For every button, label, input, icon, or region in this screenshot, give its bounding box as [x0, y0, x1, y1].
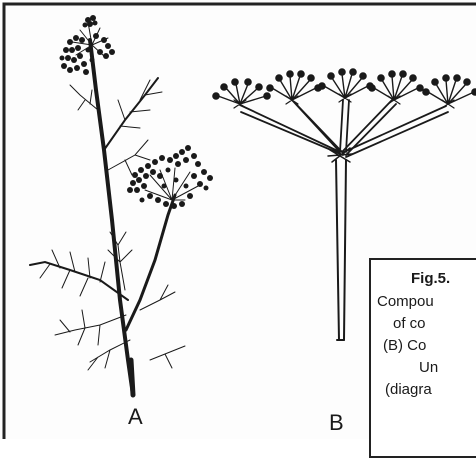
flower-clusters-a — [60, 15, 214, 209]
caption-line: Compou — [377, 293, 434, 311]
panel-label-a: A — [128, 404, 143, 430]
botanical-figure: A B Fig.5. Compou of co (B) Co Un (diagr… — [0, 0, 476, 439]
panel-label-b: B — [329, 410, 344, 436]
caption-line: Un — [419, 359, 438, 377]
caption-line: (B) Co — [383, 337, 426, 355]
caption-line: of co — [393, 315, 426, 333]
caption-line: (diagra — [385, 381, 432, 399]
figure-caption-box: Fig.5. Compou of co (B) Co Un (diagra — [369, 258, 476, 458]
caption-title: Fig.5. — [411, 270, 450, 288]
